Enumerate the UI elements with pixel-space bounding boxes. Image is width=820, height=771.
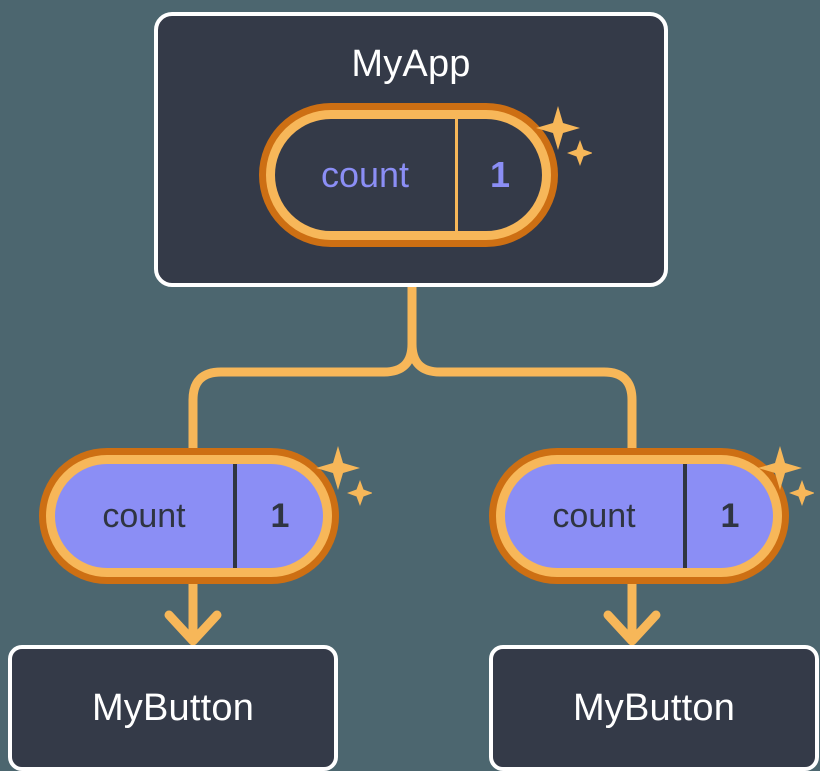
state-pill-body: count 1	[46, 455, 332, 577]
component-card-mybutton-1: MyButton	[489, 645, 819, 771]
state-value: 1	[455, 119, 542, 231]
component-card-mybutton-0: MyButton	[8, 645, 338, 771]
state-key: count	[552, 496, 636, 535]
component-title-mybutton: MyButton	[91, 686, 255, 729]
tree-connector-path-right	[407, 281, 637, 471]
state-key: count	[102, 496, 186, 535]
tree-connector-path	[188, 281, 417, 471]
state-pill-child-1: count 1	[496, 455, 782, 577]
component-title-mybutton: MyButton	[572, 686, 736, 729]
arrow-head-right	[603, 610, 661, 646]
state-value: 1	[233, 464, 323, 568]
state-key: count	[320, 154, 410, 195]
arrow-head-left	[164, 610, 222, 646]
state-pill-body: count 1	[496, 455, 782, 577]
state-pill-body: count 1	[266, 110, 551, 240]
state-pill-root: count 1	[266, 110, 551, 240]
component-title-myapp: MyApp	[351, 43, 471, 85]
state-pill-child-0: count 1	[46, 455, 332, 577]
state-value: 1	[683, 464, 773, 568]
